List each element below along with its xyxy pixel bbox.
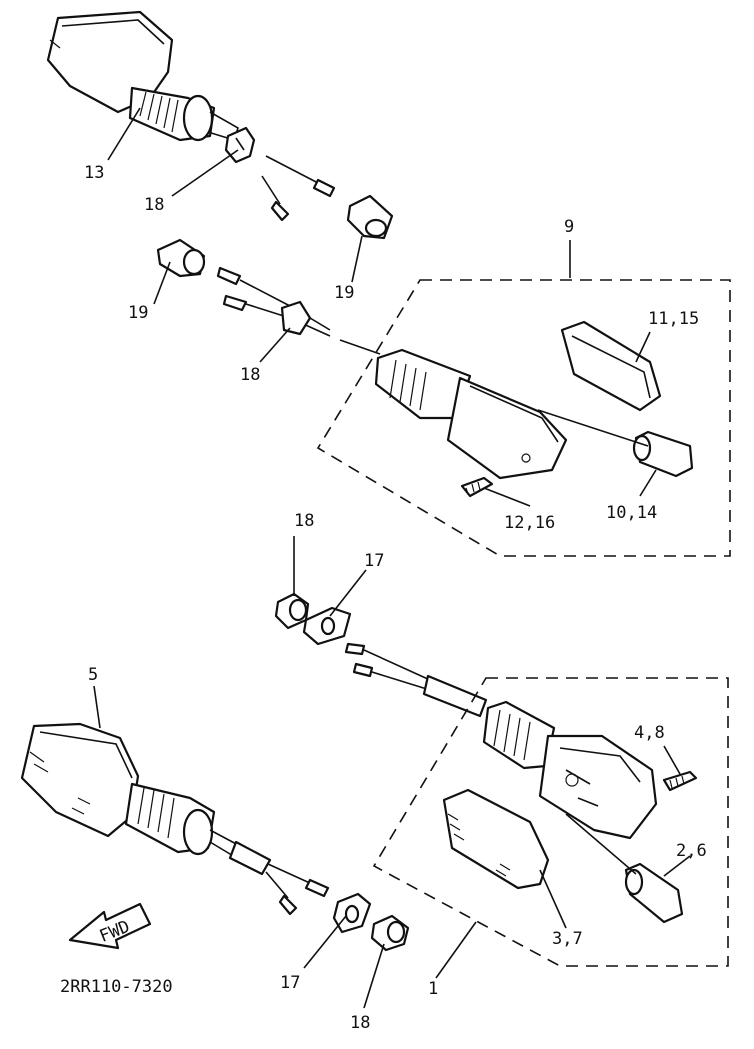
callout-3-7: 3,7 [552, 929, 583, 949]
grommet-18-bottom [370, 914, 410, 952]
wire-leads-middle [216, 266, 381, 355]
forward-direction-arrow-icon: FWD [68, 902, 152, 950]
callout-17-bottom: 17 [280, 973, 300, 993]
grommet-connector-top [224, 126, 256, 164]
turn-signal-front-left-assembly [482, 700, 658, 840]
callout-18-mid: 18 [240, 365, 260, 385]
callout-13: 13 [84, 163, 104, 183]
bulb-10-14 [632, 430, 694, 478]
callout-18-bottom: 18 [350, 1013, 370, 1033]
callout-19-right: 19 [334, 283, 354, 303]
callout-2-6: 2,6 [676, 841, 707, 861]
lens-3-7 [442, 788, 550, 890]
rubber-cover-left [156, 238, 206, 278]
callout-12-16: 12,16 [504, 513, 555, 533]
turn-signal-rear-left-part [46, 10, 239, 142]
grommet-18-center [274, 592, 310, 630]
callout-18-center: 18 [294, 511, 314, 531]
washer-17-bottom [332, 892, 372, 934]
screw-4-8 [662, 770, 698, 792]
assembly-9-boundary [316, 279, 731, 557]
callout-5: 5 [88, 665, 98, 685]
callout-19-left: 19 [128, 303, 148, 323]
rubber-cover-right [346, 194, 394, 240]
bulb-2-6 [624, 862, 684, 924]
callout-17-center: 17 [364, 551, 384, 571]
diagram-code: 2RR110-7320 [60, 977, 173, 997]
lens-11-15 [560, 320, 662, 412]
assembly-1-boundary [372, 677, 729, 967]
turn-signal-rear-right-part [20, 722, 330, 916]
callout-18-top: 18 [144, 195, 164, 215]
callout-1: 1 [428, 979, 438, 999]
screw-12-16 [460, 476, 494, 498]
washer-17-center [302, 606, 352, 646]
callout-10-14: 10,14 [606, 503, 657, 523]
wire-leads-top [261, 155, 336, 222]
callout-11-15: 11,15 [648, 309, 699, 329]
callout-4-8: 4,8 [634, 723, 665, 743]
callout-9: 9 [564, 217, 574, 237]
leader-lines [93, 107, 691, 1009]
wire-leads-lower [344, 642, 488, 718]
turn-signal-front-right-assembly [374, 348, 568, 480]
